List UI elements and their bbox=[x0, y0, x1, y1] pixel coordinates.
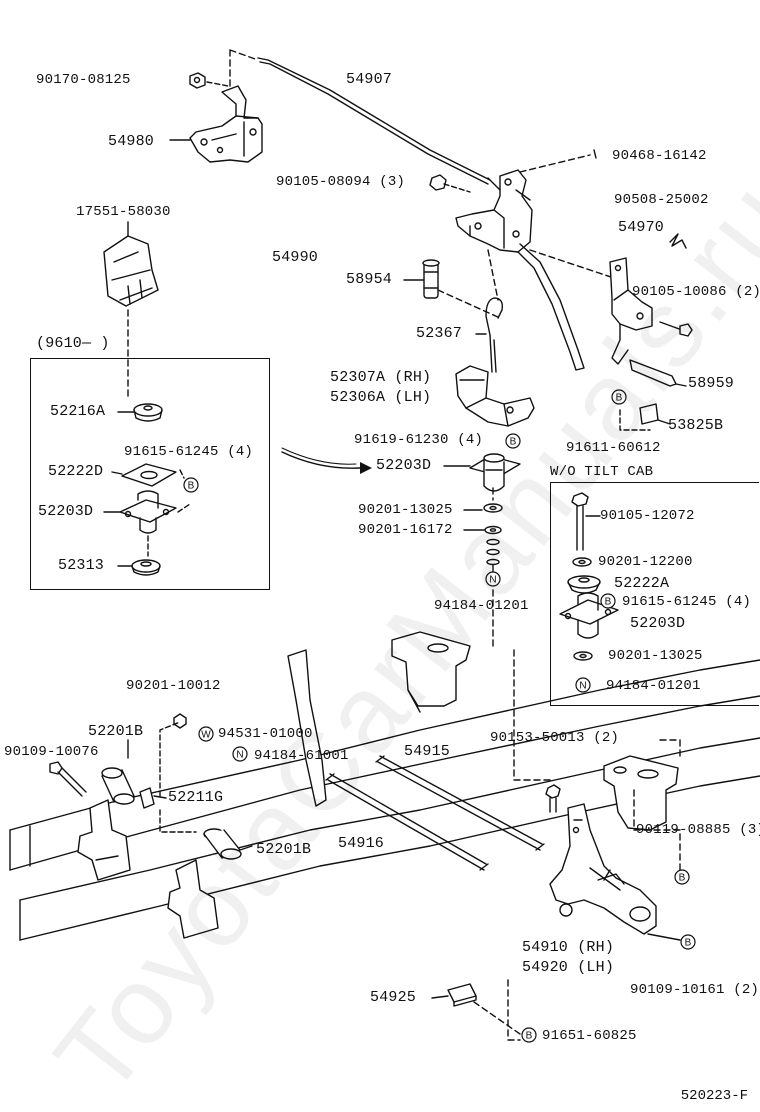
torsion-bar-54916 bbox=[325, 773, 489, 871]
label-90201-10012: 90201-10012 bbox=[126, 678, 221, 694]
label-9610: (9610— ) bbox=[36, 335, 110, 352]
label-54920-lh: 54920 (LH) bbox=[522, 959, 615, 976]
cushion-52313 bbox=[117, 559, 161, 576]
torsion-bar-54915 bbox=[375, 755, 545, 851]
lever-bracket-54990 bbox=[455, 169, 585, 371]
label-90105-10086: 90105-10086 (2) bbox=[632, 284, 760, 300]
frame-mount-bracket bbox=[391, 631, 471, 713]
diagram-number: 520223-F bbox=[680, 1088, 748, 1104]
nut-90170 bbox=[189, 72, 229, 89]
label-90105-08094: 90105-08094 (3) bbox=[276, 174, 406, 190]
block-54925 bbox=[431, 983, 521, 1035]
label-91615-61245-right: 91615-61245 (4) bbox=[622, 594, 752, 610]
torsion-control-rod-54907 bbox=[257, 57, 491, 185]
label-94531-01000: 94531-01000 bbox=[218, 726, 313, 742]
label-90201-13025: 90201-13025 bbox=[358, 502, 453, 518]
label-52203d-main: 52203D bbox=[376, 457, 432, 474]
bushing-52201b-upper bbox=[101, 739, 135, 805]
label-90468-16142: 90468-16142 bbox=[612, 148, 707, 164]
heat-shield-17551 bbox=[103, 221, 159, 307]
bracket-54980 bbox=[169, 85, 263, 163]
label-53825b: 53825B bbox=[668, 417, 724, 434]
label-54915: 54915 bbox=[404, 743, 451, 760]
spring-clip-90508 bbox=[669, 233, 687, 249]
label-54970: 54970 bbox=[618, 219, 665, 236]
label-54990: 54990 bbox=[272, 249, 319, 266]
label-52367: 52367 bbox=[416, 325, 463, 342]
label-52222a: 52222A bbox=[614, 575, 670, 592]
clip-53825b bbox=[619, 403, 671, 431]
box-wo-tilt-cab bbox=[550, 482, 759, 706]
washer-90201-12200 bbox=[572, 557, 592, 567]
mount-bracket-52307a bbox=[455, 365, 535, 427]
label-58959: 58959 bbox=[688, 375, 735, 392]
label-54910-rh: 54910 (RH) bbox=[522, 939, 615, 956]
bolt-90105-10086 bbox=[659, 321, 693, 337]
label-91611-60612: 91611-60612 bbox=[566, 440, 661, 456]
pointer-arrow bbox=[281, 451, 361, 469]
label-52307a: 52307A (RH) bbox=[330, 369, 432, 386]
clip-52211g bbox=[139, 787, 167, 809]
bolt-90109-10076 bbox=[49, 761, 87, 797]
label-54916: 54916 bbox=[338, 835, 385, 852]
label-52313: 52313 bbox=[58, 557, 105, 574]
bolt-90153 bbox=[513, 649, 561, 813]
label-94184-01201-right: 94184-01201 bbox=[606, 678, 701, 694]
washers-stack bbox=[463, 487, 503, 651]
label-90109-10161: 90109-10161 (2) bbox=[630, 982, 760, 998]
cushion-52216a bbox=[117, 403, 163, 422]
label-90119-08885: 90119-08885 (3) bbox=[636, 822, 760, 838]
label-90153-50013: 90153-50013 (2) bbox=[490, 730, 620, 746]
bushing-52201b-lower bbox=[203, 828, 253, 860]
label-91615-61245-box: 91615-61245 (4) bbox=[124, 444, 254, 460]
torsion-arm-54910 bbox=[549, 803, 657, 935]
washer-90201-13025-right bbox=[573, 651, 593, 661]
cab-mount-52203d bbox=[443, 453, 521, 492]
label-52222d: 52222D bbox=[48, 463, 104, 480]
label-90508-25002: 90508-25002 bbox=[614, 192, 709, 208]
label-90170-08125: 90170-08125 bbox=[36, 72, 131, 88]
label-94184-61001: 94184-61001 bbox=[254, 748, 349, 764]
label-90105-12072: 90105-12072 bbox=[600, 508, 695, 524]
label-91651-60825: 91651-60825 bbox=[542, 1028, 637, 1044]
label-52216a: 52216A bbox=[50, 403, 106, 420]
small-nut-90201-10012 bbox=[173, 713, 187, 729]
label-94184-01201-main: 94184-01201 bbox=[434, 598, 529, 614]
label-91619-61230: 91619-61230 (4) bbox=[354, 432, 484, 448]
lever-54970 bbox=[609, 257, 653, 365]
cushion-52222a bbox=[567, 575, 601, 594]
frame-mount-bracket-right bbox=[603, 739, 681, 871]
label-90201-16172: 90201-16172 bbox=[358, 522, 453, 538]
chassis-member bbox=[287, 649, 327, 807]
bolt-90105-12072 bbox=[571, 492, 601, 551]
label-52203d-right: 52203D bbox=[630, 615, 686, 632]
label-90109-10076: 90109-10076 bbox=[4, 744, 99, 760]
label-17551-58030: 17551-58030 bbox=[76, 204, 171, 220]
label-wo-tilt-cab: W/O TILT CAB bbox=[550, 464, 654, 480]
label-54925: 54925 bbox=[370, 989, 417, 1006]
mount-52203d-box bbox=[103, 490, 191, 557]
label-52211g: 52211G bbox=[168, 789, 224, 806]
label-52306a: 52306A (LH) bbox=[330, 389, 432, 406]
label-52203d-box: 52203D bbox=[38, 503, 94, 520]
label-52201b-lower: 52201B bbox=[256, 841, 312, 858]
rod-58959 bbox=[629, 359, 687, 387]
frame-hanger-left bbox=[77, 799, 219, 939]
label-54980: 54980 bbox=[108, 133, 155, 150]
label-90201-12200: 90201-12200 bbox=[598, 554, 693, 570]
label-58954: 58954 bbox=[346, 271, 393, 288]
box-9610-variant bbox=[30, 358, 270, 590]
bolt-90105-08094 bbox=[429, 174, 471, 193]
label-52201b-upper: 52201B bbox=[88, 723, 144, 740]
clip-90468 bbox=[593, 149, 597, 159]
hook-rod-52367 bbox=[475, 297, 504, 373]
plate-52222d bbox=[111, 463, 185, 487]
label-54907: 54907 bbox=[346, 71, 393, 88]
label-90201-13025-right: 90201-13025 bbox=[608, 648, 703, 664]
spacer-58954 bbox=[403, 259, 501, 319]
